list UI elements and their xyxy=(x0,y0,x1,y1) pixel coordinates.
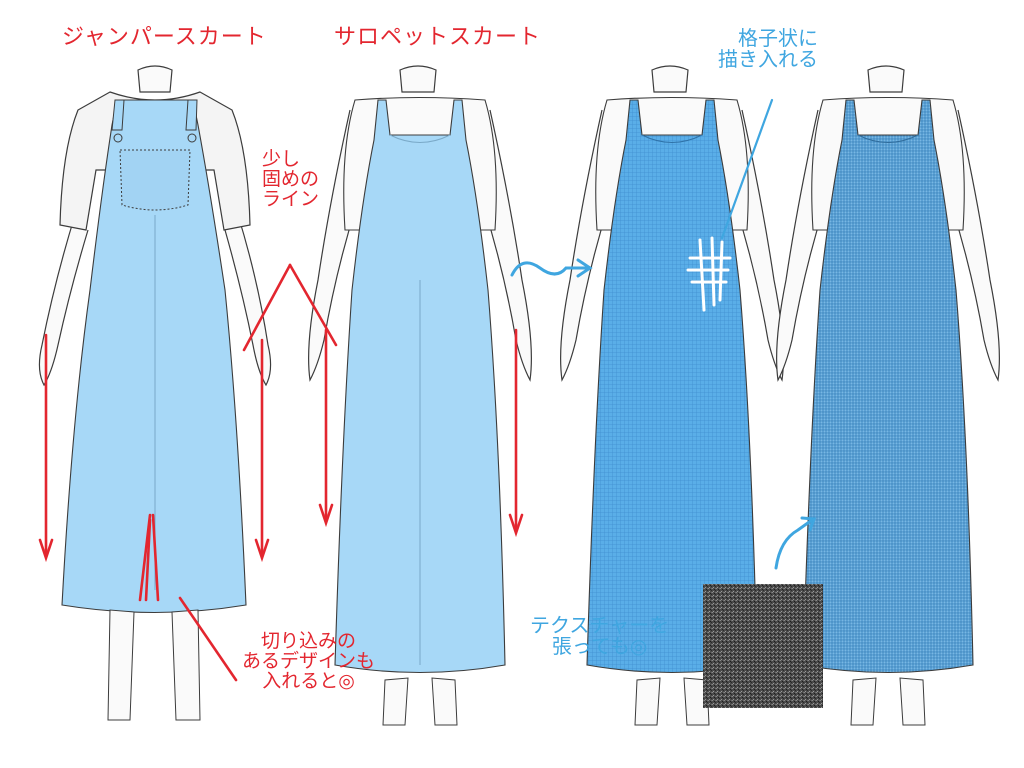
figure-salopette-skirt xyxy=(308,65,532,726)
note-line: 切り込みの xyxy=(261,630,357,652)
note-texture: テクスチャーを 張っても◎ xyxy=(530,615,669,657)
note-line: 少し xyxy=(262,148,301,170)
note-slit-design: 切り込みの あるデザインも 入れると◎ xyxy=(242,630,376,692)
note-line: ライン xyxy=(262,187,320,210)
note-grid-drawing: 格子状に 描き入れる xyxy=(718,28,818,70)
note-line: 固めの xyxy=(262,167,320,190)
title-jumper-skirt: ジャンパースカート xyxy=(62,25,267,50)
arrow-right-icon xyxy=(510,261,590,277)
red-annotations xyxy=(38,263,524,682)
note-slightly-stiff-line: 少し 固めの ライン xyxy=(262,148,320,210)
note-line: テクスチャーを xyxy=(530,613,670,637)
figure-grid-texture xyxy=(560,65,784,726)
note-line: 格子状に xyxy=(738,26,818,50)
blue-annotations xyxy=(510,98,817,570)
grid-hatch-icon xyxy=(686,236,732,312)
note-line: 描き入れる xyxy=(718,47,818,71)
curved-arrow-icon xyxy=(774,518,814,570)
title-salopette-skirt: サロペットスカート xyxy=(334,25,542,50)
figure-jumper-skirt xyxy=(38,65,272,721)
note-line: 入れると◎ xyxy=(262,669,355,692)
note-line: 張っても◎ xyxy=(551,634,648,658)
figure-texture-pasted xyxy=(776,65,1000,726)
note-line: あるデザインも xyxy=(242,649,376,672)
texture-swatch xyxy=(703,584,823,708)
